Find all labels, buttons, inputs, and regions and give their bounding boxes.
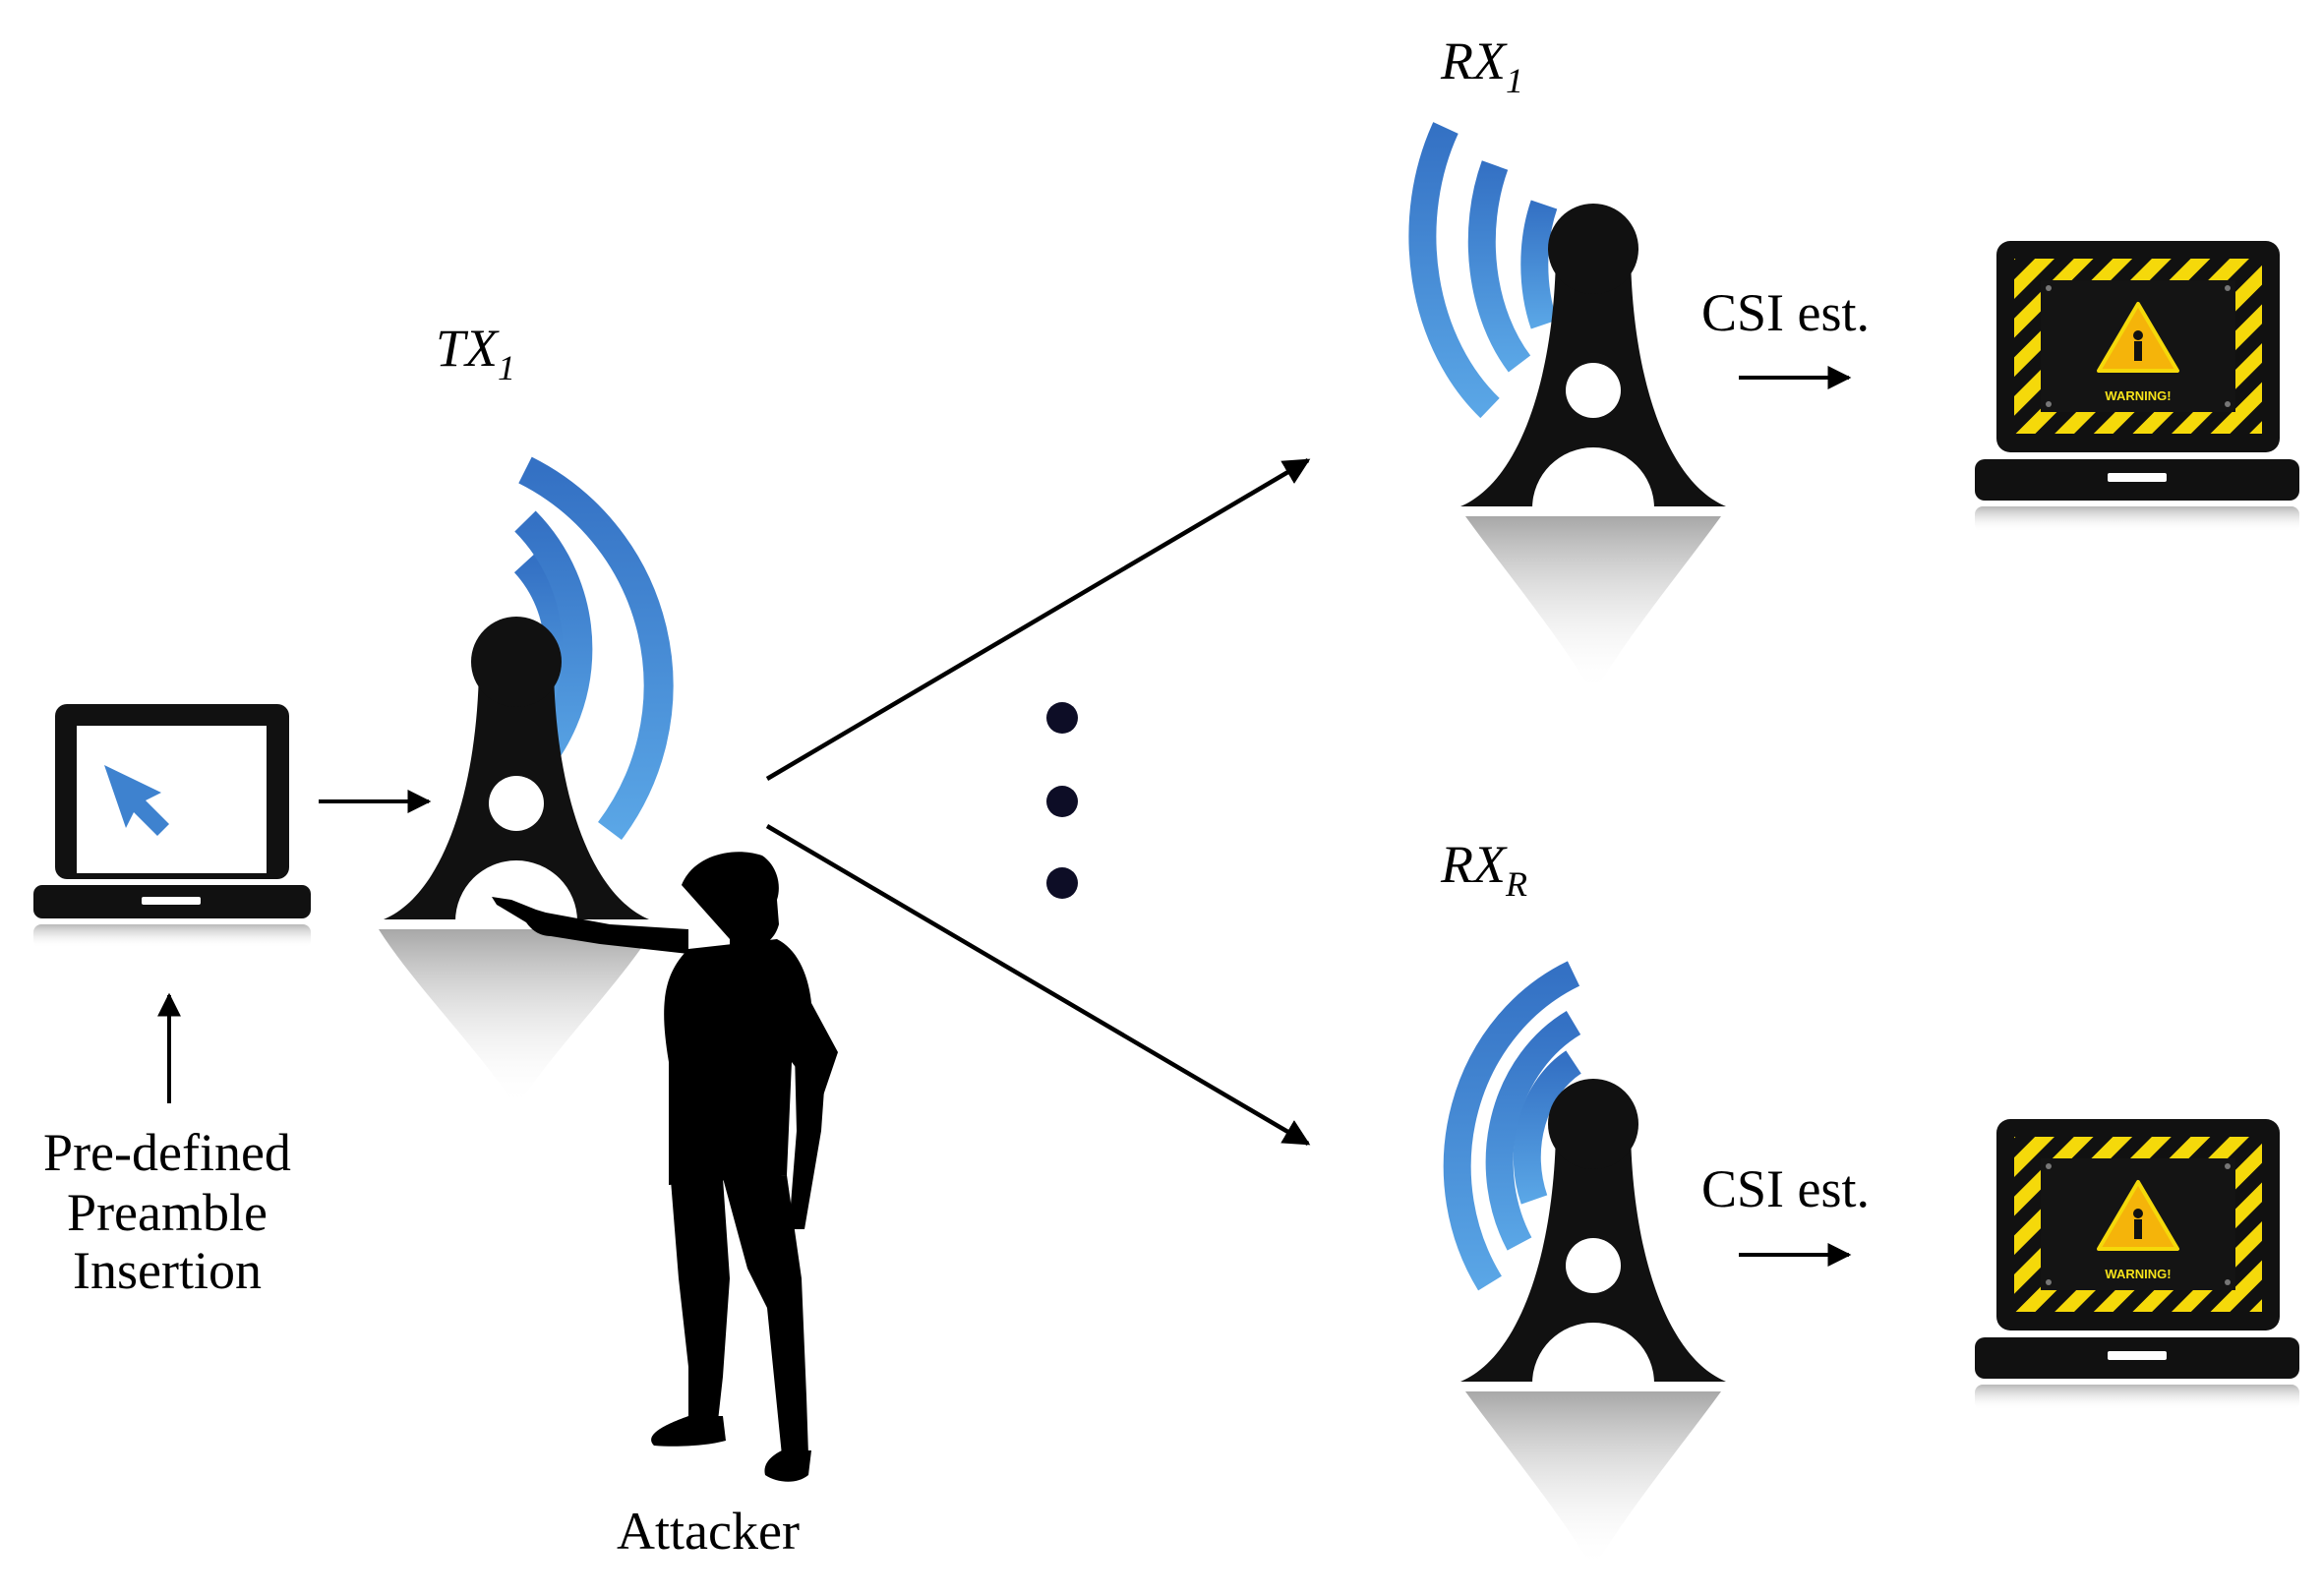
warning-laptop-top: WARNING! (1973, 239, 2301, 534)
rxr-label: RXR (1440, 835, 1527, 904)
preamble-label-line3: Insertion (73, 1241, 262, 1300)
rxr-tower (1443, 961, 1726, 1568)
rx1-tower (1408, 122, 1726, 693)
attacker-label: Attacker (617, 1502, 800, 1561)
arrow-tx-to-rxr (765, 824, 1311, 1146)
warning-laptop-bottom: WARNING! (1973, 1117, 2301, 1412)
preamble-label-line2: Preamble (67, 1183, 268, 1242)
tx-tower (379, 456, 674, 1106)
rxr-signal-waves (1443, 961, 1582, 1291)
preamble-label-line1: Pre-defined (43, 1123, 291, 1182)
csi-est-label-top: CSI est. (1701, 283, 1870, 342)
tx-label: TX1 (436, 319, 515, 387)
rx1-label: RX1 (1440, 31, 1523, 100)
source-laptop (33, 704, 311, 948)
rx1-signal-waves (1408, 122, 1558, 419)
warning-text-bottom: WARNING! (2105, 1267, 2171, 1281)
ellipsis-icon (1046, 702, 1078, 899)
warning-text-top: WARNING! (2105, 388, 2171, 403)
arrow-tx-to-rx1 (765, 458, 1311, 781)
attacker-silhouette (492, 852, 838, 1482)
cursor-icon (104, 765, 169, 836)
csi-est-label-bottom: CSI est. (1701, 1159, 1870, 1218)
